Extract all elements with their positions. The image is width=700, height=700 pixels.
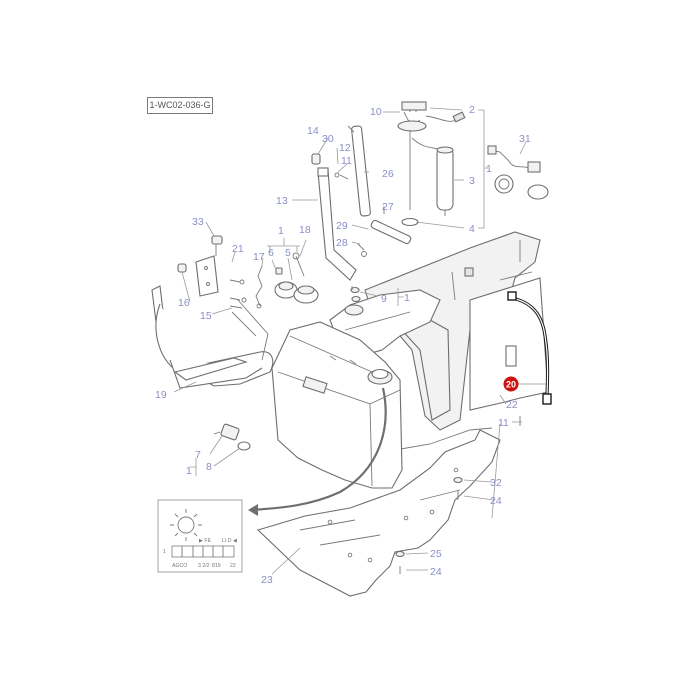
callout-19: 19 [155, 389, 167, 401]
highlight-badge-20: 20 [503, 376, 519, 392]
decal-side-mark: 1 [163, 549, 166, 555]
callout-4: 4 [469, 223, 475, 235]
callout-1-plug: 1 [186, 465, 192, 477]
filler-caps [255, 252, 319, 309]
decal-label-fe: ▶ FE [199, 538, 212, 544]
callout-7: 7 [195, 449, 201, 461]
callout-16: 16 [178, 297, 190, 309]
callout-12: 12 [339, 142, 351, 154]
callout-1-washers: 1 [404, 292, 410, 304]
callout-13: 13 [276, 195, 288, 207]
decal-cell-3: 819 [212, 563, 221, 569]
decal-cell-4: 22 [230, 563, 236, 569]
callout-5: 5 [285, 247, 291, 259]
hose-part-20 [507, 291, 552, 405]
callout-30: 30 [322, 133, 334, 145]
drain-direction-arrow [248, 387, 387, 516]
callout-3: 3 [469, 175, 475, 187]
step-assembly [151, 235, 274, 389]
decal-cell-2: 3 2/2 [198, 563, 210, 569]
callout-1-sender: 1 [486, 163, 492, 175]
floor-mat [256, 429, 501, 597]
callout-17: 17 [253, 251, 265, 263]
callout-32: 32 [490, 477, 502, 489]
callout-20: 20 [506, 380, 516, 390]
callout-27: 27 [382, 201, 394, 213]
callout-22: 22 [506, 399, 518, 411]
decal-label-lid: LI.D ◀ [222, 538, 237, 544]
decal-cell-1: AGCO [172, 563, 187, 569]
callouts: 10 2 31 1 3 4 14 30 12 11 26 27 13 29 28… [155, 104, 531, 586]
callout-1-caps: 1 [278, 225, 284, 237]
callout-25: 25 [430, 548, 442, 560]
drain-plug [213, 423, 251, 451]
cab-rear-panel [364, 231, 549, 431]
callout-brackets [190, 109, 488, 476]
callout-26: 26 [382, 168, 394, 180]
callout-23: 23 [261, 574, 273, 586]
level-sensor [487, 145, 549, 200]
fuel-tank [271, 321, 403, 489]
callout-14: 14 [307, 125, 319, 137]
reference-code-box: 1-WC02-036-G [147, 97, 213, 114]
tank-straps [311, 125, 412, 281]
leader-lines [173, 107, 527, 575]
fuel-sender-unit [397, 101, 466, 227]
callout-18: 18 [299, 224, 311, 236]
callout-24-upper: 24 [490, 495, 502, 507]
callout-28: 28 [336, 237, 348, 249]
callout-11: 11 [498, 417, 509, 429]
callout-21: 21 [232, 243, 244, 255]
warning-decal: ▶ FE LI.D ◀ 1 AGCO 3 2/2 819 22 [157, 499, 243, 573]
callout-24-lower: 24 [430, 566, 442, 578]
callout-29: 29 [336, 220, 348, 232]
callout-15: 15 [200, 310, 212, 322]
washers [350, 286, 361, 303]
callout-9: 9 [381, 293, 387, 305]
callout-2: 2 [469, 104, 475, 116]
callout-31: 31 [519, 133, 531, 145]
callout-10: 10 [370, 106, 382, 118]
callout-11-upper: 11 [341, 155, 352, 167]
floor-fasteners [395, 416, 521, 574]
callout-33: 33 [192, 216, 204, 228]
callout-8: 8 [206, 461, 212, 473]
callout-6: 6 [268, 247, 274, 259]
